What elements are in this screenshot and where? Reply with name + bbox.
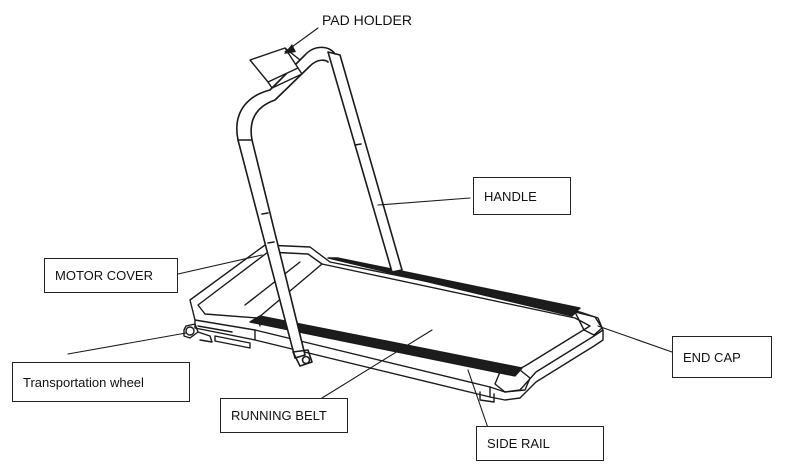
running-belt-leader (321, 329, 433, 399)
running-belt-strips (249, 257, 581, 377)
handle-leader (377, 197, 471, 206)
transportation-wheel-label: Transportation wheel (12, 362, 190, 402)
end-cap-label: END CAP (672, 336, 772, 378)
pad-holder-label: PAD HOLDER (322, 12, 412, 28)
handle-frame (236, 46, 403, 367)
transportation-wheel-leader (67, 332, 187, 355)
handle-label: HANDLE (473, 177, 571, 215)
leader-lines (67, 27, 673, 429)
pad-holder-arrow (284, 44, 296, 54)
running-belt-label: RUNNING BELT (220, 398, 348, 433)
motor-cover-leader (177, 254, 263, 275)
motor-cover-label: MOTOR COVER (44, 258, 178, 293)
side-rail-label: SIDE RAIL (476, 426, 604, 461)
side-rail-leader (467, 369, 489, 429)
pad-holder-shape (249, 47, 303, 89)
end-cap-leader (597, 325, 673, 353)
end-cap-shape (574, 311, 603, 336)
